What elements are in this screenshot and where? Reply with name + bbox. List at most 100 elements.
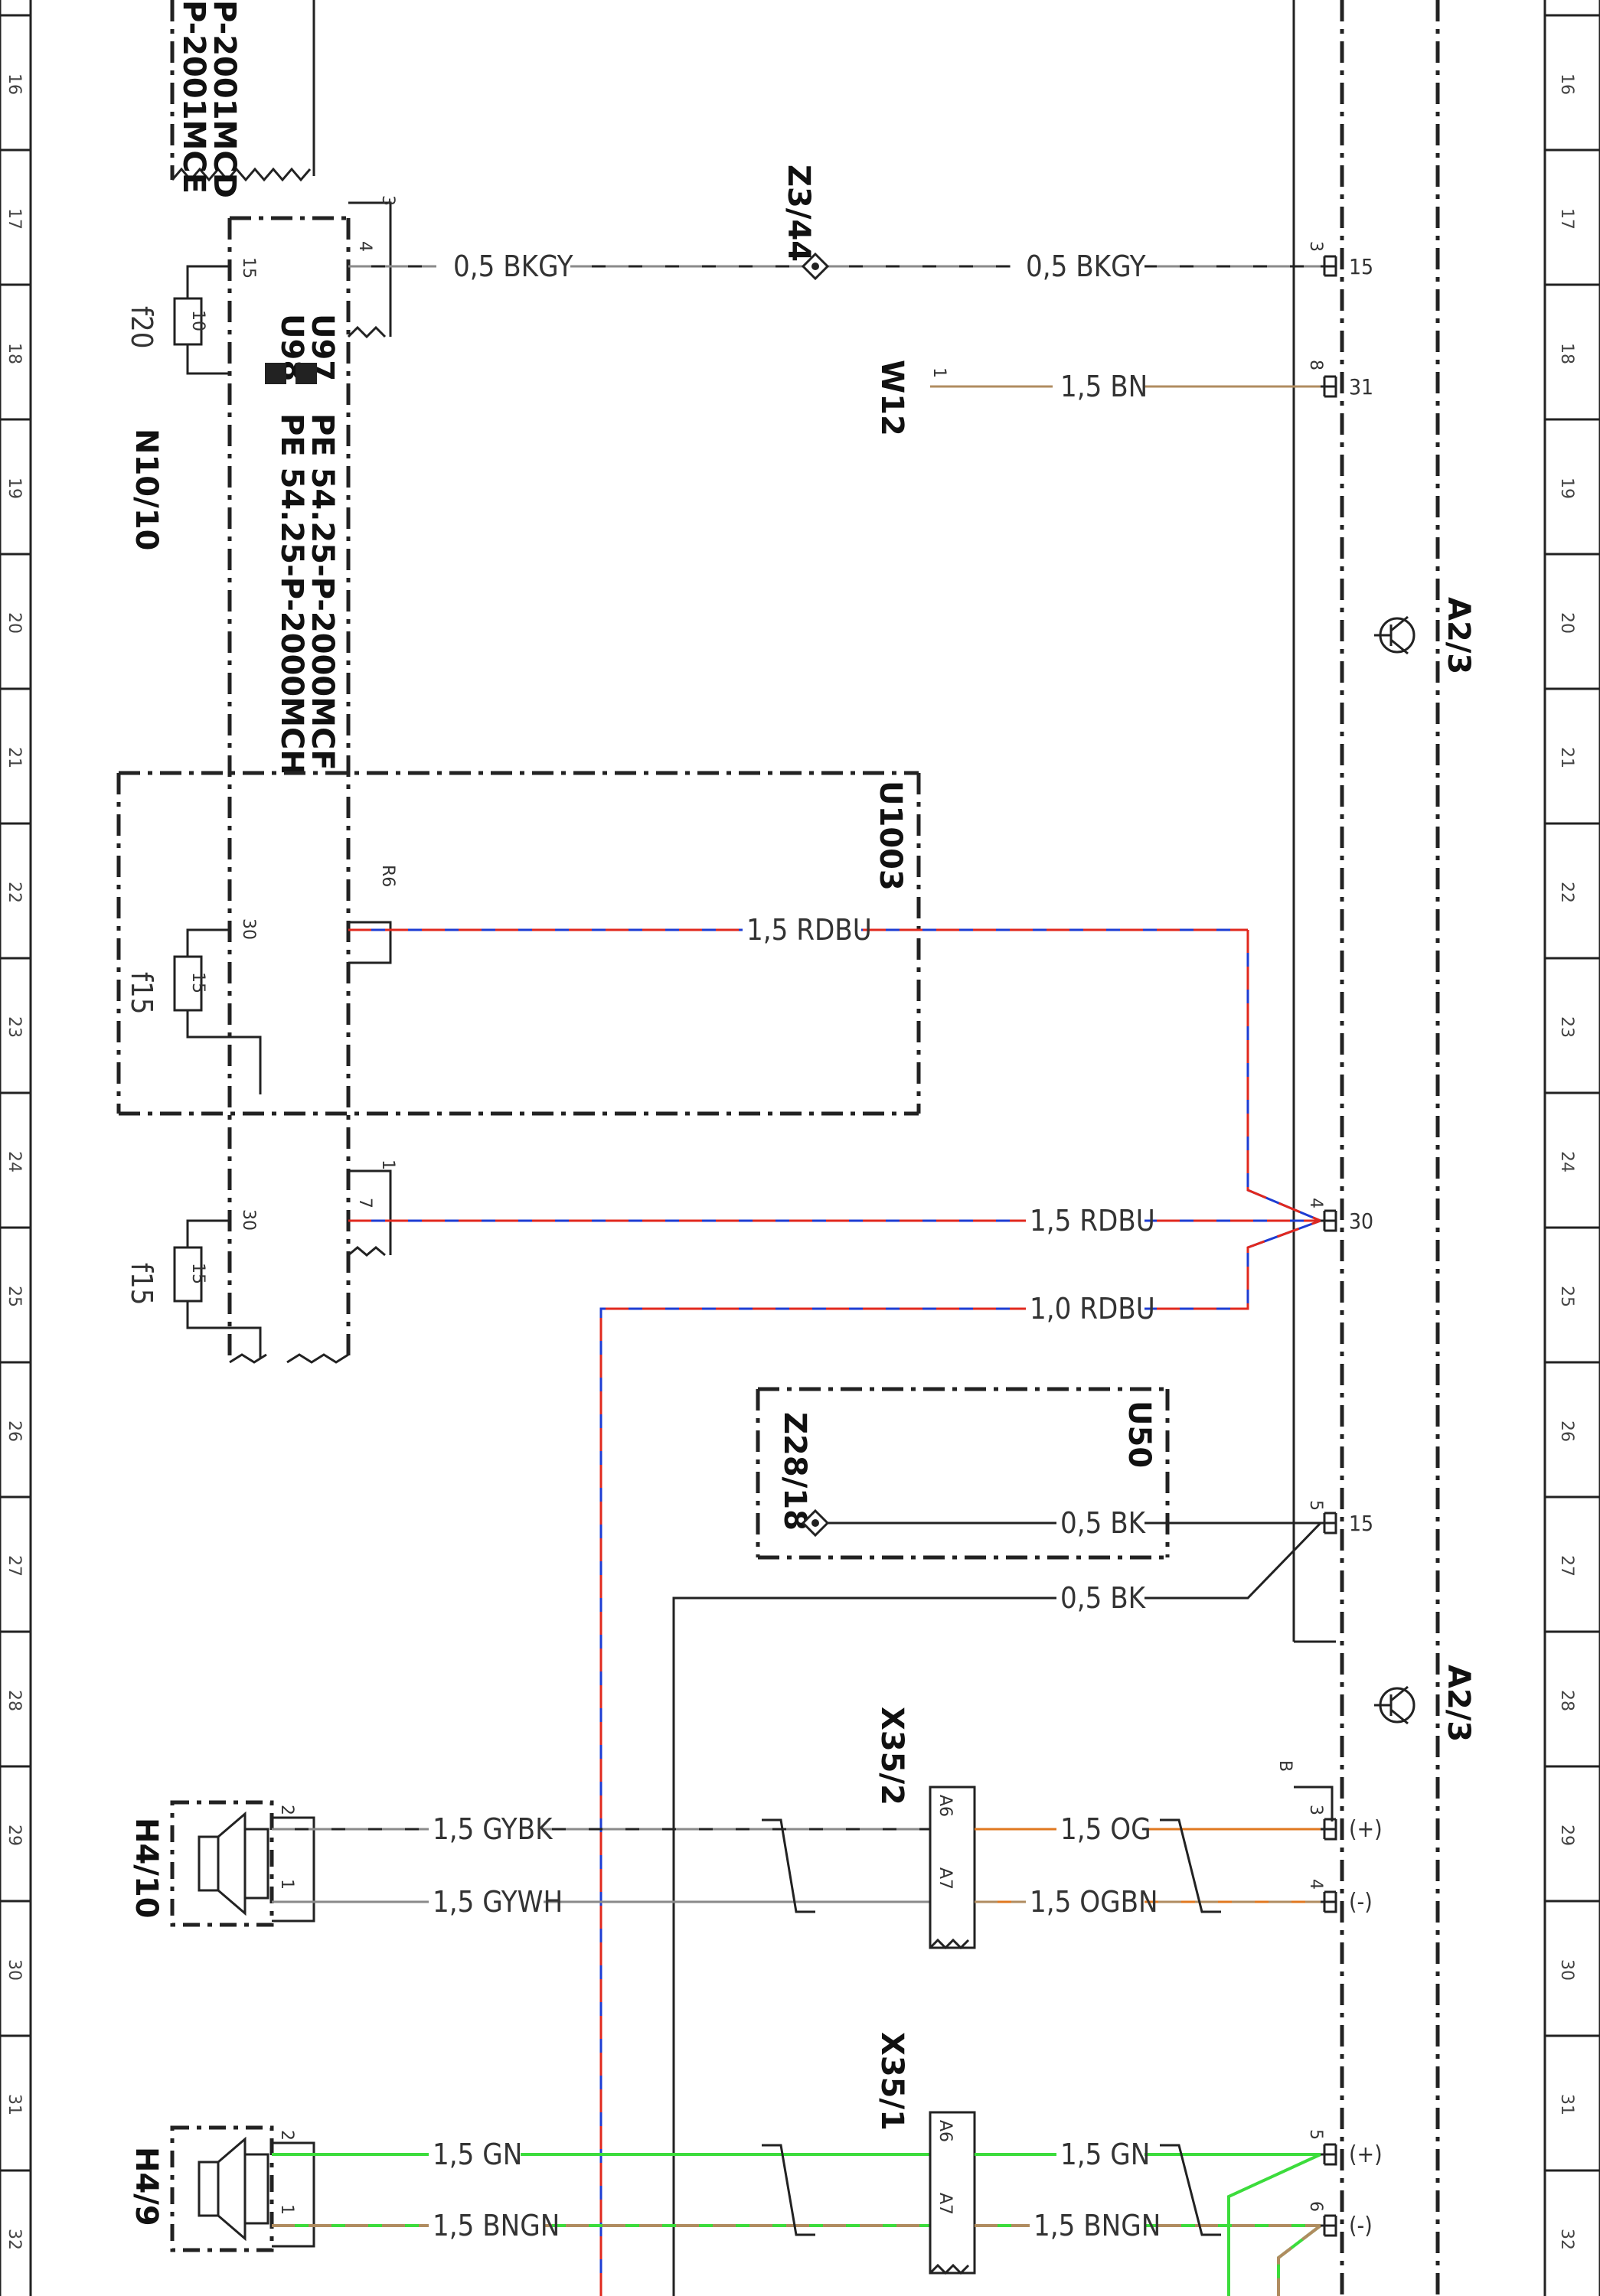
wire-bk-lower [672, 1521, 1322, 2296]
grid-number: 24 [1557, 1151, 1576, 1172]
svg-text:5: 5 [1306, 2129, 1325, 2140]
left-grid-strip [0, 0, 32, 2296]
svg-text:2: 2 [277, 2130, 296, 2141]
a23-label-top: A2/3 [1441, 597, 1476, 674]
svg-text:f15: f15 [125, 972, 158, 1015]
f20-label: f20 [125, 306, 158, 349]
connector-bracket-7 [348, 1169, 392, 1257]
fuse-f15-lower: 15 f15 30 [125, 1209, 262, 1358]
grid-number: 27 [1557, 1555, 1576, 1577]
wire-gn-down [1227, 2153, 1321, 2296]
twisted-pair-marker [1160, 2144, 1221, 2236]
terminal-minus-2: (-) [1349, 2213, 1373, 2239]
connector-x35-2: A6 A7 [929, 1786, 976, 1950]
svg-text:1: 1 [929, 367, 949, 378]
svg-text:7: 7 [355, 1198, 374, 1208]
grid-number: 28 [1557, 1690, 1576, 1711]
x35-1-label: X35/1 [874, 2032, 909, 2131]
ref-p2001mce: P-2001MCE [176, 0, 211, 194]
a23-label-bottom: A2/3 [1441, 1665, 1476, 1742]
grid-number: 26 [1557, 1420, 1576, 1442]
svg-text:1,5 GN: 1,5 GN [433, 2138, 522, 2171]
svg-text:1,5 GN: 1,5 GN [1060, 2138, 1150, 2171]
svg-text:1,5 GYWH: 1,5 GYWH [433, 1885, 563, 1919]
grid-number: 19 [1557, 478, 1576, 499]
svg-text:10: 10 [188, 310, 207, 331]
grid-number: 21 [5, 747, 24, 768]
svg-text:1,5 RDBU: 1,5 RDBU [746, 913, 872, 947]
svg-text:0,5 BK: 0,5 BK [1060, 1506, 1147, 1540]
right-terminal-block [1321, 255, 1337, 2237]
grid-number: 31 [1557, 2094, 1576, 2115]
svg-text:4: 4 [1306, 1198, 1325, 1208]
grid-number: 27 [5, 1555, 24, 1577]
reference-box-p2001: P-2001MCD P-2001MCE [170, 0, 315, 198]
n10-10-label: N10/10 [129, 429, 164, 550]
svg-text:15: 15 [188, 972, 207, 993]
grid-number: 25 [5, 1286, 24, 1307]
svg-text:f15: f15 [125, 1263, 158, 1306]
terminal-plus-1: (+) [1349, 1816, 1383, 1843]
svg-text:A7: A7 [936, 1867, 955, 1890]
wire-rdbu-lower [599, 1219, 1321, 2296]
twisted-pair-marker [762, 2144, 815, 2236]
svg-text:R6: R6 [378, 865, 397, 887]
svg-text:1: 1 [378, 1159, 397, 1170]
grid-number: 23 [5, 1016, 24, 1038]
grid-number: 17 [5, 208, 24, 230]
grid-number: 25 [1557, 1286, 1576, 1307]
svg-text:1,5 RDBU: 1,5 RDBU [1030, 1204, 1155, 1238]
splice-z344-icon [801, 252, 830, 281]
pe-ref-mch: PE 54.25-P-2000MCH [274, 413, 309, 775]
grid-number: 16 [5, 73, 24, 95]
svg-text:8: 8 [1306, 360, 1325, 370]
grid-number: 18 [1557, 343, 1576, 364]
svg-text:3: 3 [1306, 241, 1325, 252]
terminal-plus-2: (+) [1349, 2141, 1383, 2168]
speaker-h4-10 [170, 1800, 315, 1927]
transistor-icon [1374, 1685, 1416, 1725]
grid-number: 31 [5, 2094, 24, 2115]
fuse-f20: 10 f20 15 [125, 257, 258, 375]
grid-number: 22 [1557, 882, 1576, 903]
wire-label-bkgy-1: 0,5 BKGY [453, 249, 573, 283]
svg-text:1,5 GYBK: 1,5 GYBK [433, 1812, 553, 1846]
connector-b-bracket [1294, 1786, 1334, 1821]
svg-text:1,5 OG: 1,5 OG [1060, 1812, 1151, 1846]
svg-text:B: B [1275, 1760, 1295, 1772]
u50-label: U50 [1122, 1401, 1157, 1468]
grid-number: 17 [1557, 208, 1576, 230]
svg-text:1,5 OGBN: 1,5 OGBN [1030, 1885, 1158, 1919]
svg-text:1,5 BN: 1,5 BN [1060, 370, 1148, 403]
h4-10-label: H4/10 [129, 1818, 164, 1919]
svg-text:30: 30 [239, 918, 258, 940]
svg-text:1,5 BNGN: 1,5 BNGN [433, 2209, 560, 2242]
svg-text:A7: A7 [936, 2193, 955, 2215]
splice-z2818-icon [801, 1508, 830, 1538]
fuse-f15-upper: 15 f15 30 [125, 918, 262, 1094]
svg-text:1,5 BNGN: 1,5 BNGN [1033, 2209, 1161, 2242]
svg-text:4: 4 [355, 241, 374, 252]
grid-number: 30 [1557, 1959, 1576, 1981]
svg-text:30: 30 [239, 1209, 258, 1231]
svg-text:0,5 BK: 0,5 BK [1060, 1581, 1147, 1615]
w12-label: W12 [874, 360, 909, 436]
wire-label-bkgy-2: 0,5 BKGY [1026, 249, 1146, 283]
ref-p2001mcd: P-2001MCD [207, 0, 242, 198]
wire-bngn-down [1277, 2224, 1322, 2296]
u1003-label: U1003 [873, 781, 908, 891]
svg-text:2: 2 [277, 1805, 296, 1815]
terminal-31: 31 [1349, 374, 1373, 400]
svg-text:1,0 RDBU: 1,0 RDBU [1030, 1292, 1155, 1326]
grid-number: 23 [1557, 1016, 1576, 1038]
grid-number: 21 [1557, 747, 1576, 768]
n10-10-module-box [227, 216, 351, 1364]
grid-number: 18 [5, 343, 24, 364]
grid-number: 30 [5, 1959, 24, 1981]
svg-text:15: 15 [239, 257, 258, 279]
twisted-pair-marker [1160, 1818, 1221, 1913]
terminal-minus-1: (-) [1349, 1889, 1373, 1916]
connector-x35-1: A6 A7 [929, 2111, 976, 2275]
svg-text:A6: A6 [936, 2120, 955, 2142]
